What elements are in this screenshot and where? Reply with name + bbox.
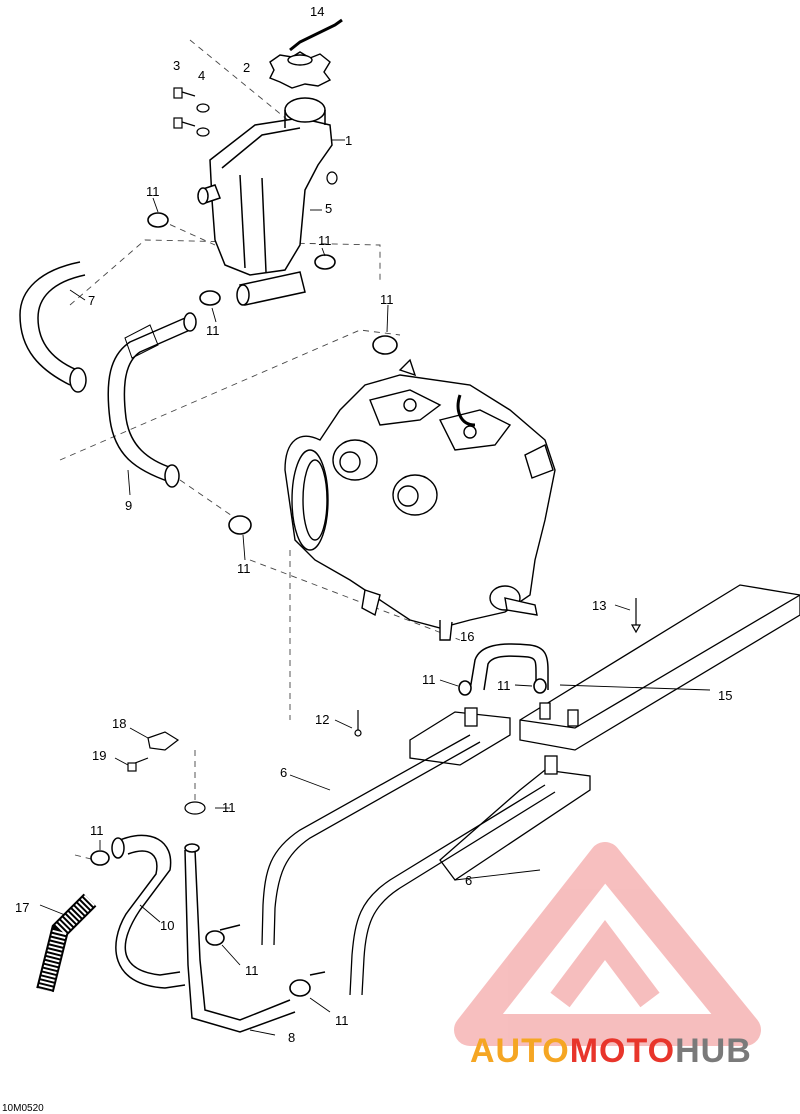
- watermark-text: AUTOMOTOHUB: [470, 1032, 752, 1070]
- engine: [284, 358, 556, 641]
- callout-16: 16: [460, 629, 474, 644]
- callout-11k: 11: [335, 1013, 349, 1028]
- callout-12: 12: [315, 712, 329, 727]
- callout-10: 10: [160, 918, 174, 933]
- hose-7: [19, 261, 87, 393]
- callout-6b: 6: [465, 873, 472, 888]
- filler-cap: [269, 18, 343, 89]
- callout-4: 4: [198, 68, 205, 83]
- tube-6: [261, 734, 556, 996]
- callout-6a: 6: [280, 765, 287, 780]
- callout-9: 9: [125, 498, 132, 513]
- callout-2: 2: [243, 60, 250, 75]
- callout-1: 1: [345, 133, 352, 148]
- callout-17: 17: [15, 900, 29, 915]
- callout-13: 13: [592, 598, 606, 613]
- callout-11f: 11: [422, 672, 436, 687]
- callout-11g: 11: [497, 678, 511, 693]
- callout-7: 7: [88, 293, 95, 308]
- small-parts: [127, 598, 642, 815]
- hose-8: [184, 843, 326, 1033]
- automotohub-logo: [454, 842, 761, 1046]
- callout-labels: 1 2 3 4 5 6 6 7 8 9 10 11 11 11 11 11 11…: [15, 4, 732, 1045]
- assembly-guide-lines: [59, 39, 461, 861]
- watermark-moto: MOTO: [570, 1032, 675, 1070]
- svg-text:AUTOMOTOHUB: AUTOMOTOHUB: [470, 1032, 752, 1070]
- diagram-code: 10M0520: [2, 1103, 44, 1114]
- watermark-hub: HUB: [675, 1032, 752, 1070]
- callout-11c: 11: [206, 323, 220, 338]
- callout-11a: 11: [146, 184, 160, 199]
- hose-9: [107, 312, 197, 488]
- callout-11b: 11: [318, 233, 332, 248]
- coolant-reservoir: [197, 97, 333, 306]
- callout-3: 3: [173, 58, 180, 73]
- callout-11j: 11: [245, 963, 259, 978]
- callout-11d: 11: [380, 292, 394, 307]
- fasteners: [173, 87, 338, 185]
- hose-10: [111, 834, 186, 989]
- callout-11h: 11: [222, 800, 236, 815]
- callout-11i: 11: [90, 823, 104, 838]
- heat-exchangers: [409, 584, 800, 881]
- leader-lines: [39, 139, 711, 1036]
- callout-8: 8: [288, 1030, 295, 1045]
- hose-17: [36, 893, 97, 993]
- callout-19: 19: [92, 748, 106, 763]
- hose-16: [469, 643, 549, 691]
- hose-clamps: [90, 212, 547, 997]
- callout-5: 5: [325, 201, 332, 216]
- callout-15: 15: [718, 688, 732, 703]
- callout-14: 14: [310, 4, 324, 19]
- callout-18: 18: [112, 716, 126, 731]
- watermark-auto: AUTO: [470, 1032, 570, 1070]
- callout-11e: 11: [237, 561, 251, 576]
